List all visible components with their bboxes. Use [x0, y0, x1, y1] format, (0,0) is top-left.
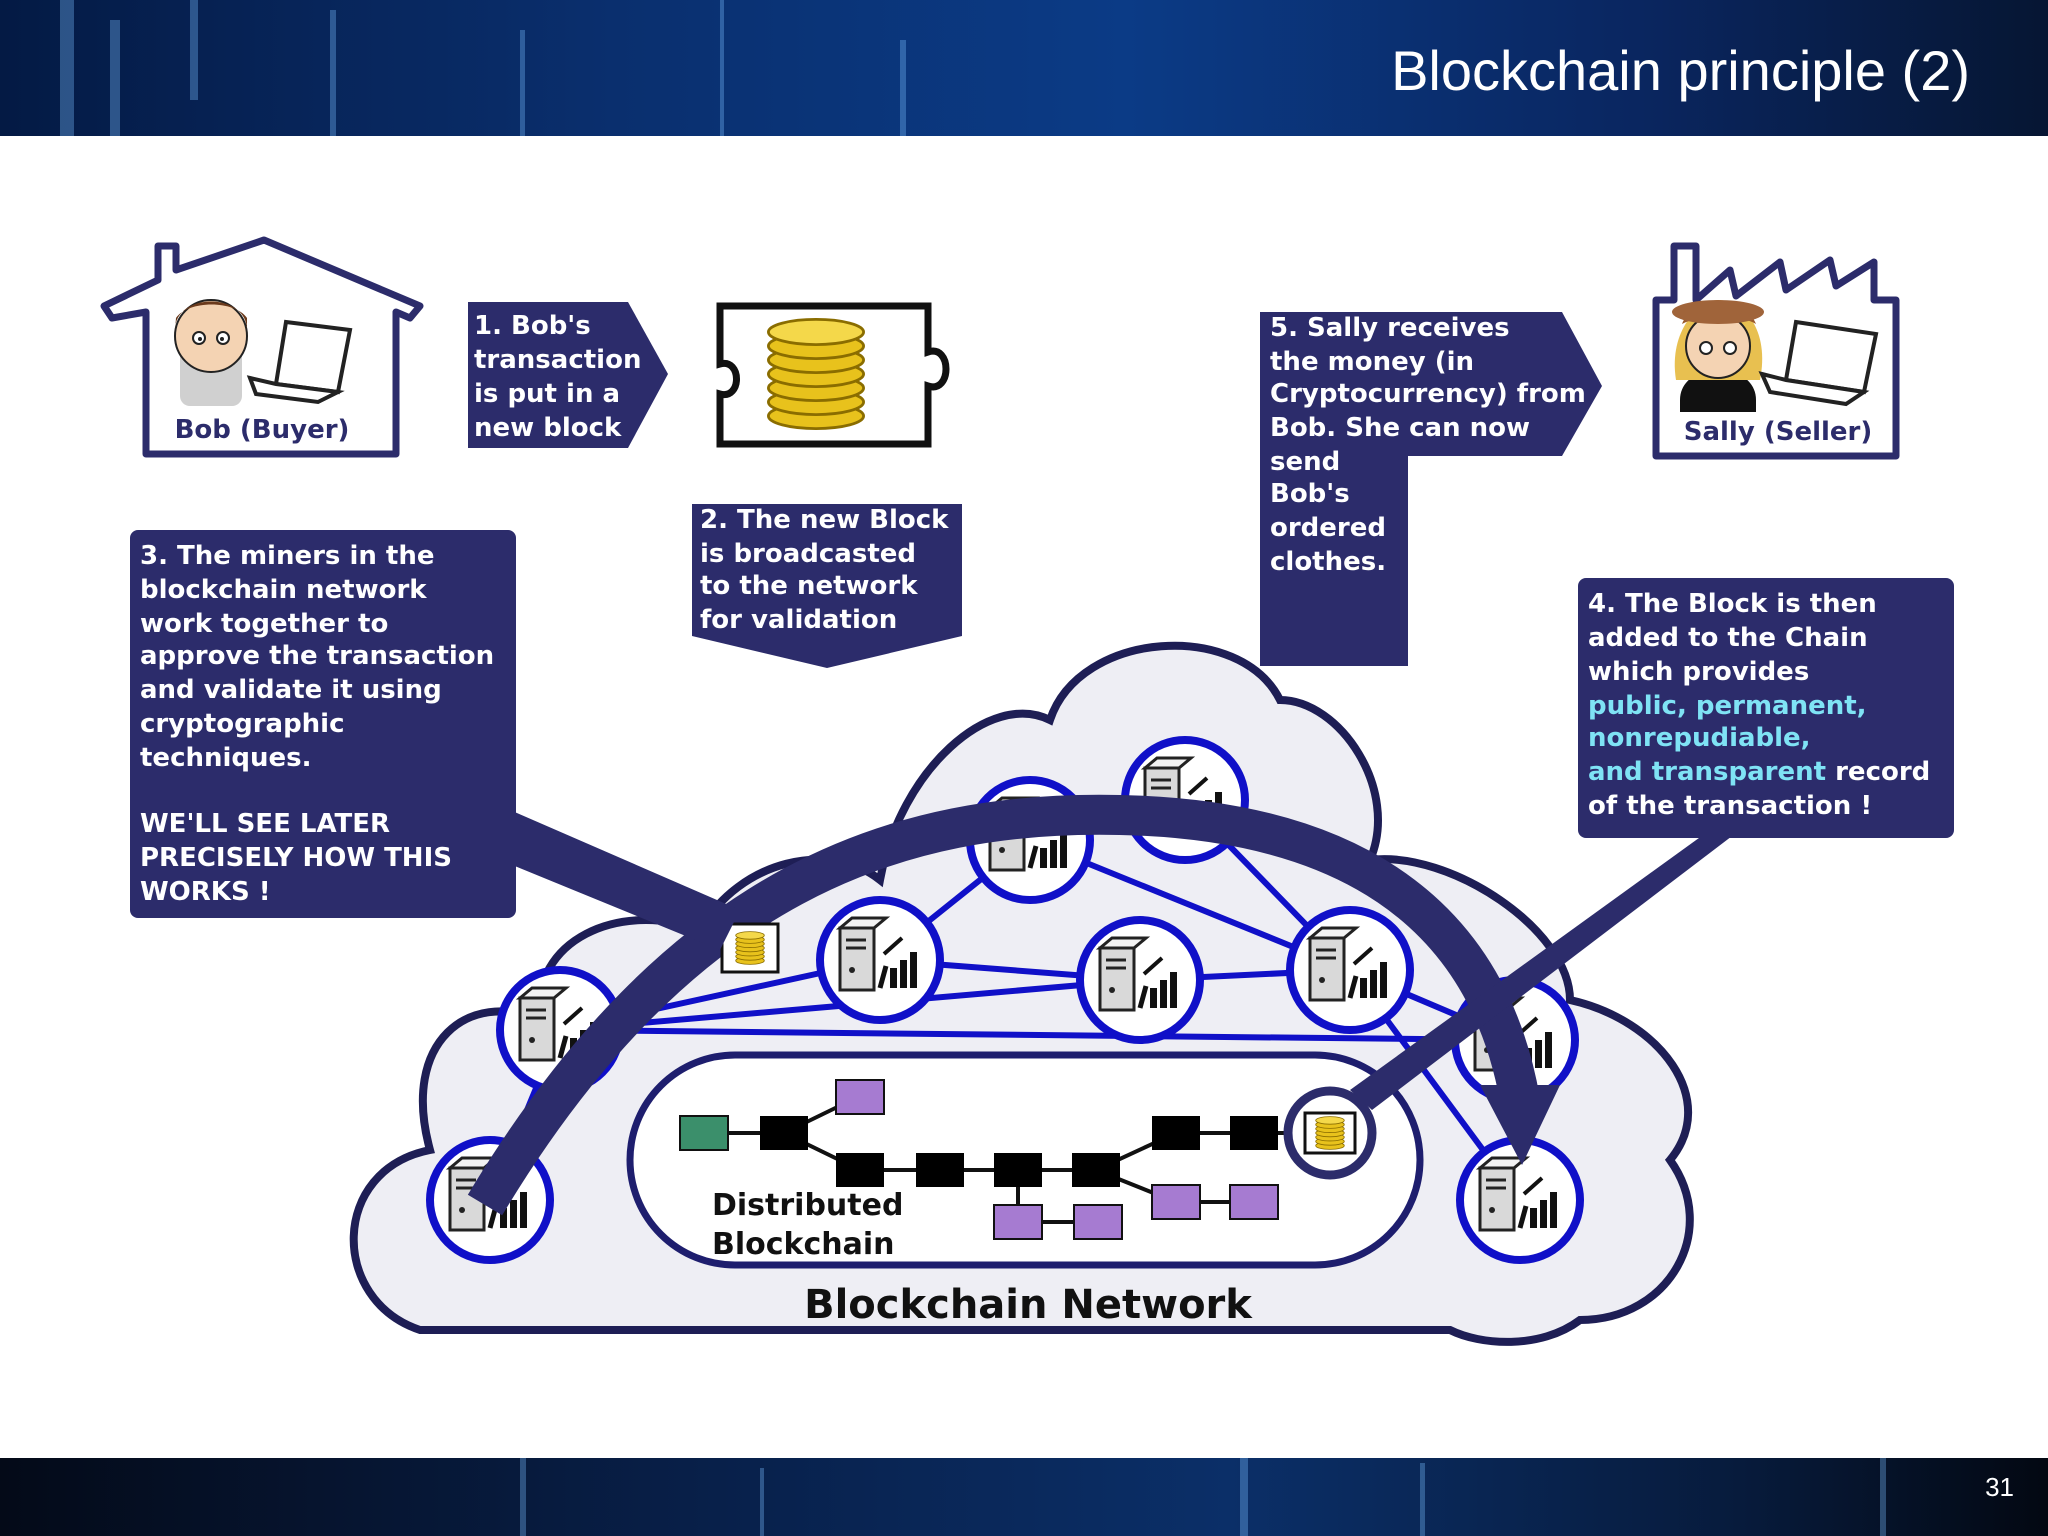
slide-header-banner: [0, 0, 2048, 136]
miner-node: [1080, 920, 1200, 1040]
chain-block: [760, 1116, 808, 1150]
miner-node: [820, 900, 940, 1020]
footer-light-streak: [1240, 1458, 1248, 1536]
laptop-icon: [246, 319, 353, 405]
seller-factory: Sally (Seller): [1652, 242, 1900, 460]
slide-footer-banner: [0, 1458, 2048, 1536]
step3-line: work together to: [140, 609, 388, 639]
new-block-in-chain: [1283, 1086, 1377, 1180]
step5-line: 5. Sally receives: [1270, 313, 1510, 343]
chain-block: [1072, 1153, 1120, 1187]
miner-node: [1290, 910, 1410, 1030]
chain-block: [1230, 1116, 1278, 1150]
step4-line: which provides: [1588, 657, 1809, 687]
step3-line: techniques.: [140, 743, 312, 773]
sally-avatar: [1672, 300, 1764, 412]
genesis-block: [679, 1115, 729, 1151]
step1-callout: 1. Bob's transaction is put in a new blo…: [468, 302, 668, 448]
step4-line: added to the Chain: [1588, 623, 1868, 653]
buyer-house: Bob (Buyer): [100, 236, 424, 458]
laptop-icon: [1758, 319, 1879, 407]
step4-highlight: public, permanent,: [1588, 691, 1867, 721]
step3-line: WORKS !: [140, 877, 271, 907]
step4-highlight: and transparent: [1588, 757, 1826, 787]
step3-line: PRECISELY HOW THIS: [140, 843, 452, 873]
step4-callout: 4. The Block is then added to the Chain …: [1350, 578, 1954, 1110]
footer-light-streak: [520, 1458, 526, 1536]
chain-block: [916, 1153, 964, 1187]
step2-callout: 2. The new Block is broadcasted to the n…: [692, 504, 962, 668]
step1-line: 1. Bob's: [474, 311, 591, 341]
header-light-streak: [190, 0, 198, 100]
footer-light-streak: [1420, 1463, 1425, 1536]
orphan-block: [1151, 1184, 1201, 1220]
svg-text:2. The new Block is broa: 2. The new Block is broadcasted to the n…: [700, 505, 958, 635]
header-light-streak: [520, 30, 525, 136]
step2-line: 2. The new Block: [700, 505, 949, 535]
step2-line: is broadcasted: [700, 539, 916, 569]
orphan-block: [993, 1204, 1043, 1240]
slide-title: Blockchain principle (2): [1391, 39, 1970, 102]
step1-line: new block: [474, 413, 622, 443]
step3-callout: 3. The miners in the blockchain network …: [130, 530, 740, 950]
orphan-block: [835, 1079, 885, 1115]
header-light-streak: [110, 20, 120, 136]
step5-callout: 5. Sally receives the money (in Cryptocu…: [1260, 312, 1602, 666]
step2-line: to the network: [700, 571, 918, 601]
step4-line: 4. The Block is then: [1588, 589, 1877, 619]
step5-line: Bob. She can now: [1270, 413, 1530, 443]
step3-line: cryptographic: [140, 709, 345, 739]
new-block-icon: [716, 302, 950, 448]
page-number: 31: [1985, 1472, 2014, 1502]
step5-line: the money (in: [1270, 347, 1474, 377]
bob-avatar: [174, 299, 248, 406]
svg-text:5. Sally receives the mo: 5. Sally receives the money (in Cryptocu…: [1270, 313, 1595, 577]
header-light-streak: [330, 10, 336, 136]
svg-text:1. Bob's transaction: 1. Bob's transaction is put in a new blo…: [474, 311, 651, 443]
svg-text:3. The miners in the blo: 3. The miners in the blockchain network …: [140, 541, 503, 907]
footer-light-streak: [760, 1468, 764, 1536]
chain-block: [836, 1153, 884, 1187]
step3-line: approve the transaction: [140, 641, 494, 671]
step4-line: of the transaction !: [1588, 791, 1872, 821]
seller-label: Sally (Seller): [1684, 417, 1873, 447]
step2-line: for validation: [700, 605, 897, 635]
footer-light-streak: [1880, 1458, 1886, 1536]
step5-line: send: [1270, 447, 1340, 477]
step5-line: Bob's: [1270, 479, 1350, 509]
orphan-block: [1073, 1204, 1123, 1240]
step3-line: blockchain network: [140, 575, 427, 605]
step1-line: is put in a: [474, 379, 620, 409]
step3-line: 3. The miners in the: [140, 541, 435, 571]
step4-line: record: [1826, 757, 1930, 787]
step5-line: Cryptocurrency) from: [1270, 379, 1586, 409]
orphan-block: [1229, 1184, 1279, 1220]
header-light-streak: [720, 0, 724, 136]
step4-highlight: nonrepudiable,: [1588, 723, 1811, 753]
svg-text:4. The Block is then add: 4. The Block is then added to the Chain …: [1588, 589, 1939, 821]
chain-label-line2: Blockchain: [712, 1227, 895, 1262]
network-label: Blockchain Network: [804, 1282, 1253, 1328]
step5-line: clothes.: [1270, 547, 1386, 577]
step1-line: transaction: [474, 345, 641, 375]
step3-line: WE'LL SEE LATER: [140, 809, 390, 839]
step5-line: ordered: [1270, 513, 1386, 543]
chain-block: [994, 1153, 1042, 1187]
new-block-icon-small: [720, 922, 780, 974]
step3-line: and validate it using: [140, 675, 442, 705]
header-light-streak: [900, 40, 906, 136]
buyer-label: Bob (Buyer): [175, 415, 350, 445]
transaction-flow-arrow: [467, 794, 1560, 1216]
chain-label-line1: Distributed: [712, 1188, 903, 1223]
chain-block: [1152, 1116, 1200, 1150]
header-light-streak: [60, 0, 74, 136]
